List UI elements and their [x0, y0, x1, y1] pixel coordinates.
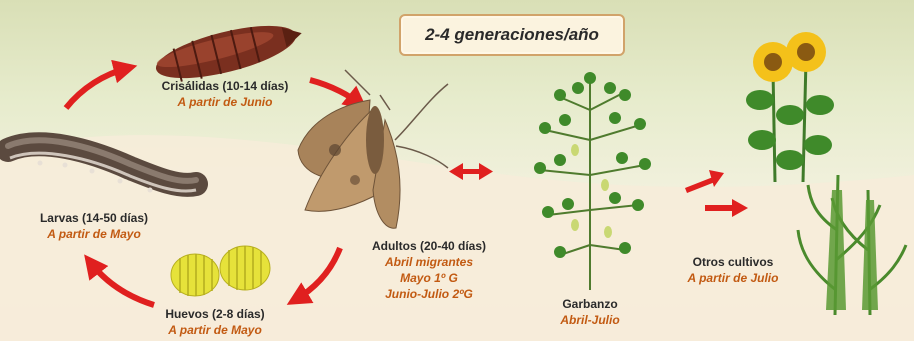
other-crops-title: Otros cultivos [692, 255, 774, 269]
adult-line1: Abril migrantes [384, 255, 474, 269]
arrow-adult-chickpea-bidirectional [449, 163, 493, 180]
arrow-larva-to-pupa [63, 59, 138, 110]
pupa-title: Crisálidas (10-14 días) [161, 79, 289, 93]
larva-subtitle: A partir de Mayo [47, 227, 141, 241]
sunflower-head-left [753, 42, 793, 82]
chickpea-subtitle: Abril-Julio [560, 313, 620, 327]
arrow-pupa-to-adult [309, 77, 368, 110]
sunflower-head-right [786, 32, 826, 72]
adult-title: Adultos (20-40 días) [371, 239, 487, 253]
arrow-to-corn [705, 199, 748, 217]
larva-title: Larvas (14-50 días) [39, 211, 149, 225]
eggs-subtitle: A partir de Mayo [168, 323, 262, 337]
adult-line3: Junio-Julio 2ºG [385, 287, 473, 301]
other-crops-subtitle: A partir de Julio [687, 271, 779, 285]
chickpea-title: Garbanzo [562, 297, 618, 311]
arrow-eggs-to-larva [84, 254, 155, 308]
eggs-title: Huevos (2-8 días) [165, 307, 265, 321]
generations-badge: 2-4 generaciones/año [399, 14, 625, 56]
arrow-adult-to-eggs [286, 246, 343, 305]
adult-line2: Mayo 1º G [400, 271, 458, 285]
pupa-subtitle: A partir de Junio [177, 95, 273, 109]
arrow-to-sunflower [685, 170, 724, 193]
